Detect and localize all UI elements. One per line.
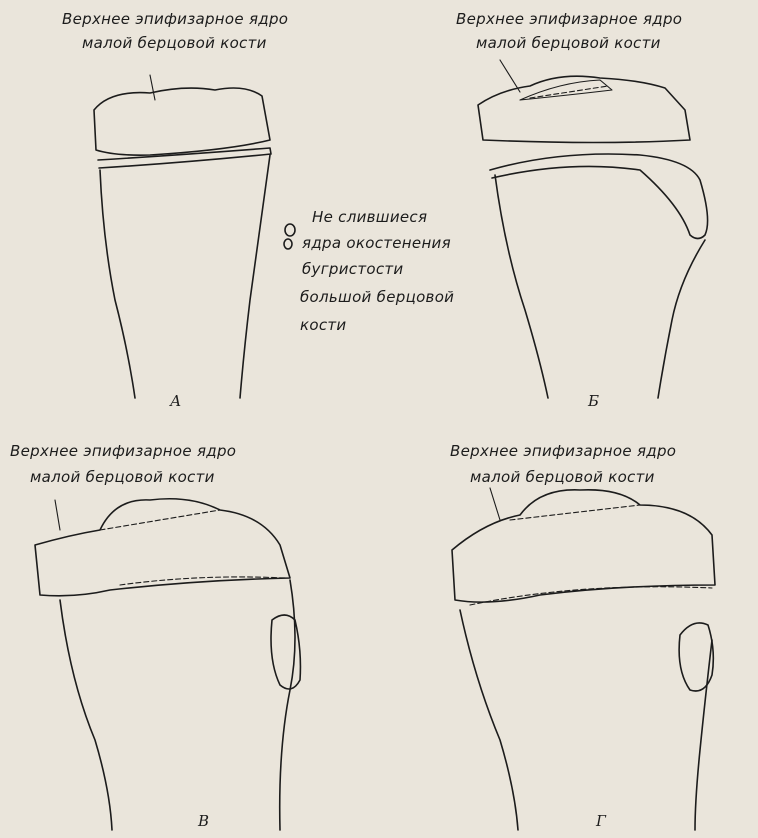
- panel-b-epiphysis: [478, 76, 690, 142]
- panel-a-growth-plate: [98, 148, 271, 168]
- panel-a-shaft-left: [100, 170, 135, 398]
- panel-a-tuberosity-nucleus-1: [285, 224, 295, 236]
- panel-g-letter: Г: [596, 812, 606, 830]
- panel-g-fibula-dash: [510, 505, 640, 520]
- panel-b-drawing: [478, 60, 708, 398]
- panel-b-shaft-left: [495, 175, 548, 398]
- panel-g-drawing: [452, 488, 715, 830]
- panel-v-epiphysis: [35, 499, 290, 596]
- panel-a-epiphysis: [94, 88, 270, 155]
- panel-a-annotation-line-3: бугристости: [302, 258, 403, 280]
- panel-v-label-line-1: Верхнее эпифизарное ядро: [10, 440, 236, 462]
- panel-g-label-line-1: Верхнее эпифизарное ядро: [450, 440, 676, 462]
- panel-b-label-line-1: Верхнее эпифизарное ядро: [456, 8, 682, 30]
- panel-a-label-line-2: малой берцовой кости: [82, 32, 267, 54]
- panel-g-epiphysis: [452, 490, 715, 602]
- panel-a-label-line-1: Верхнее эпифизарное ядро: [62, 8, 288, 30]
- panel-a-letter: А: [170, 392, 181, 410]
- panel-b-shaft-right: [658, 240, 705, 398]
- panel-b-label-pointer: [500, 60, 520, 92]
- panel-b-letter: Б: [588, 392, 599, 410]
- panel-g-label-line-2: малой берцовой кости: [470, 466, 655, 488]
- panel-g-label-pointer: [490, 488, 500, 520]
- panel-b-label-line-2: малой берцовой кости: [476, 32, 661, 54]
- panel-v-drawing: [35, 499, 300, 830]
- panel-v-tuberosity: [271, 615, 300, 689]
- panel-a-annotation-line-5: кости: [300, 314, 346, 336]
- panel-v-shaft-left: [60, 600, 112, 830]
- panel-v-label-pointer: [55, 500, 60, 530]
- panel-a-drawing: [94, 75, 295, 398]
- panel-a-tuberosity-nucleus-2: [284, 239, 292, 249]
- panel-g-shaft-left: [460, 610, 518, 830]
- panel-g-shaft-right: [695, 640, 712, 830]
- panel-a-annotation-line-4: большой берцовой: [300, 286, 454, 308]
- panel-b-growth-plate: [490, 154, 708, 239]
- panel-a-shaft-right: [240, 155, 270, 398]
- panel-g-tuberosity: [679, 623, 713, 691]
- panel-v-letter: В: [198, 812, 209, 830]
- panel-v-label-line-2: малой берцовой кости: [30, 466, 215, 488]
- panel-a-label-pointer: [150, 75, 155, 100]
- panel-a-annotation-line-2: ядра окостенения: [302, 232, 451, 254]
- panel-v-fibula-dash: [100, 510, 220, 530]
- panel-a-annotation-line-1: Не слившиеся: [312, 206, 427, 228]
